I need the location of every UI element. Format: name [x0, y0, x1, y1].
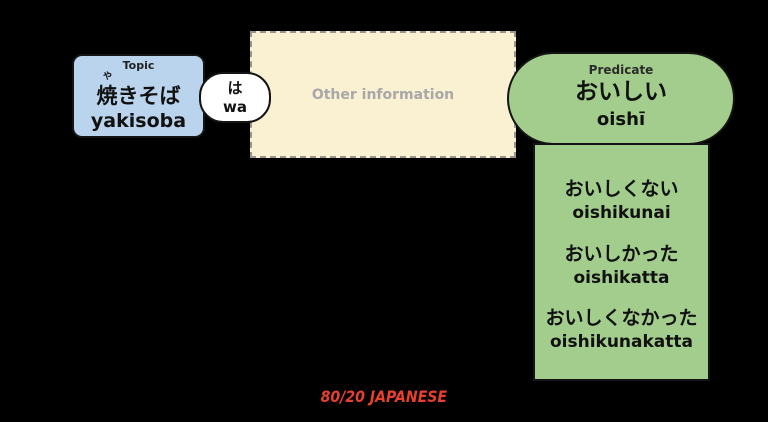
- conjugation-past-negative: おいしくなかった oishikunakatta: [539, 305, 704, 354]
- conjugation-past: おいしかった oishikatta: [539, 241, 704, 290]
- conjugation-past-negative-japanese: おいしくなかった: [545, 306, 698, 329]
- other-information-label: Other information: [311, 86, 455, 103]
- topic-japanese: 焼きそば: [96, 84, 181, 108]
- furigana-text: や: [103, 72, 113, 82]
- conjugation-negative: おいしくない oishikunai: [539, 176, 704, 225]
- conjugation-past-negative-romaji: oishikunakatta: [549, 331, 694, 352]
- topic-romaji: yakisoba: [90, 110, 187, 132]
- brand-logo: 80/20 JAPANESE: [320, 387, 448, 406]
- conjugation-negative-japanese: おいしくない: [564, 178, 679, 201]
- particle-japanese: は: [227, 79, 243, 97]
- predicate-romaji: oishī: [596, 109, 646, 130]
- particle-bubble: は wa: [199, 72, 271, 123]
- footer: 80/20 JAPANESE: [0, 387, 768, 406]
- predicate-label: Predicate: [588, 63, 654, 77]
- conjugation-past-romaji: oishikatta: [573, 267, 670, 288]
- conjugation-panel: おいしくない oishikunai おいしかった oishikatta おいしく…: [533, 143, 710, 381]
- conjugation-past-japanese: おいしかった: [564, 242, 679, 265]
- particle-romaji: wa: [223, 98, 247, 116]
- conjugation-negative-romaji: oishikunai: [572, 203, 671, 224]
- predicate-japanese: おいしい: [575, 79, 667, 105]
- topic-label: Topic: [122, 59, 155, 72]
- predicate-oval: Predicate おいしい oishī: [507, 52, 735, 145]
- other-information-box: Other information: [250, 31, 516, 158]
- topic-box: Topic や 焼きそば yakisoba: [72, 54, 205, 138]
